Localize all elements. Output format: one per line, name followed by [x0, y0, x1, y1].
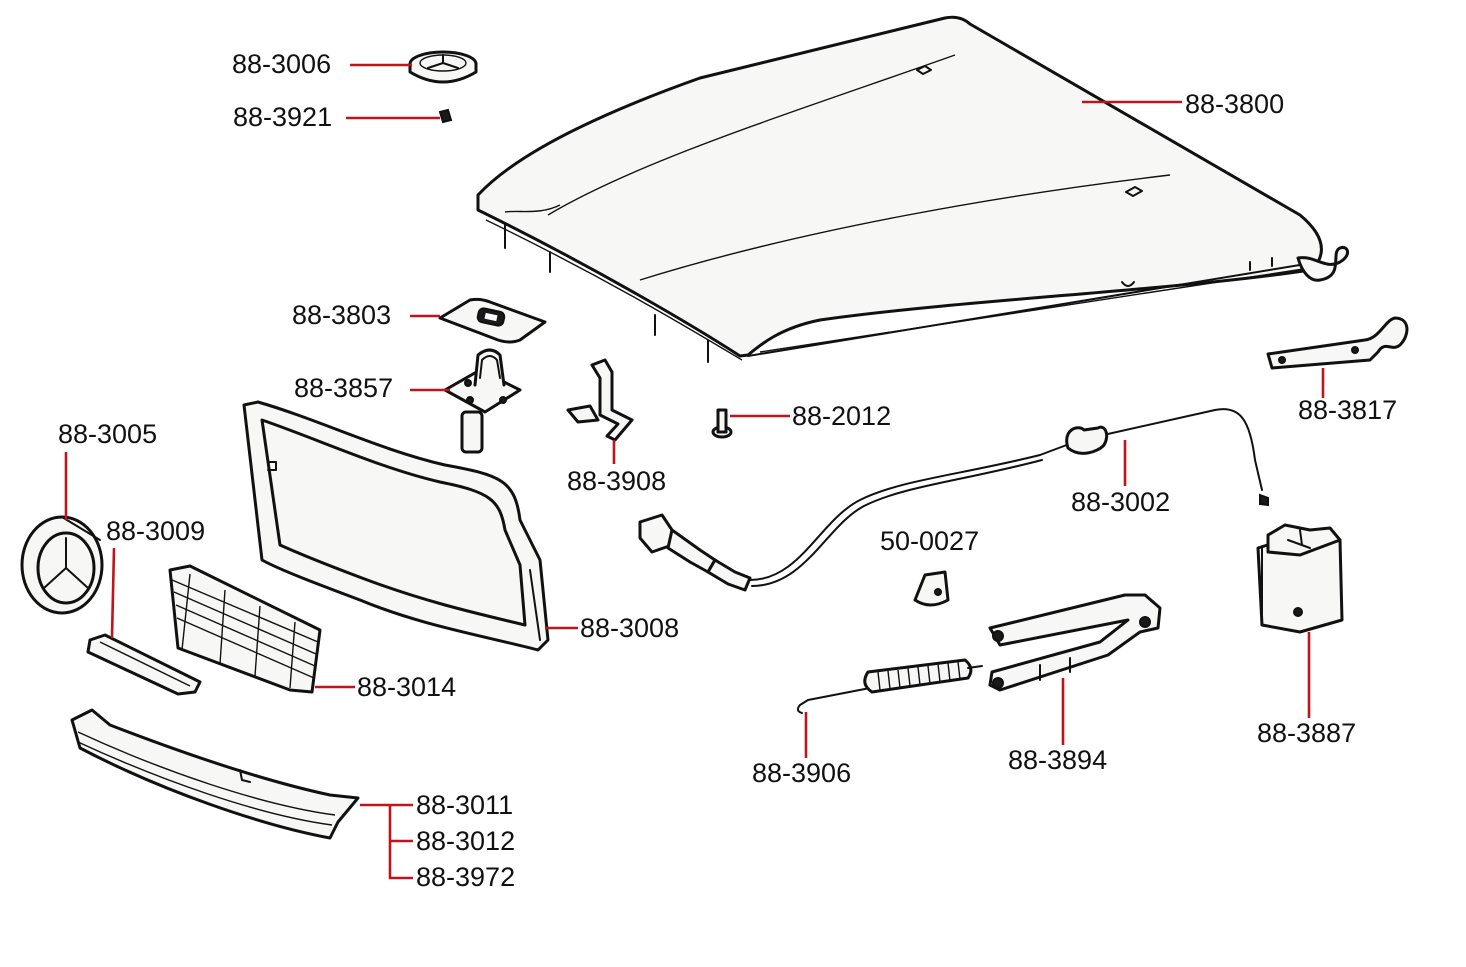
grille-surround [242, 400, 550, 652]
label-88-3008: 88-3008 [580, 613, 679, 643]
label-88-3006: 88-3006 [232, 49, 331, 79]
label-88-3894: 88-3894 [1008, 745, 1107, 775]
label-88-3972: 88-3972 [416, 862, 515, 892]
label-88-3857: 88-3857 [294, 373, 393, 403]
emblem-clip [438, 108, 453, 124]
label-88-2012: 88-2012 [792, 401, 891, 431]
grille-star-ring [20, 515, 104, 615]
rubber-buffer [913, 570, 950, 607]
safety-catch [566, 358, 634, 442]
release-lever [988, 593, 1162, 692]
label-88-3009: 88-3009 [106, 516, 205, 546]
label-88-3800: 88-3800 [1185, 89, 1284, 119]
release-cable [638, 408, 1269, 592]
hood-panel [476, 15, 1349, 363]
leader-88-3012-3972 [388, 805, 413, 880]
grille-insert [168, 564, 322, 694]
label-88-3012: 88-3012 [416, 826, 515, 856]
adjusting-screw [711, 408, 733, 439]
label-88-3014: 88-3014 [357, 672, 456, 702]
emblem-badge [408, 50, 478, 84]
label-88-3803: 88-3803 [292, 300, 391, 330]
lower-grille-panel [70, 708, 360, 840]
label-88-3011: 88-3011 [416, 790, 513, 820]
label-88-3817: 88-3817 [1298, 395, 1397, 425]
hood-latch-lock [1256, 523, 1344, 634]
grille-bar-chrome [86, 633, 202, 696]
part-labels: 88-3006 88-3921 88-3800 88-3803 88-3857 … [58, 49, 1397, 892]
label-88-3887: 88-3887 [1257, 718, 1356, 748]
hinge-bracket [1266, 316, 1409, 370]
leader-lines [64, 63, 1325, 880]
leader-88-3009 [110, 547, 116, 639]
tension-spring [796, 658, 983, 714]
label-50-0027: 50-0027 [880, 526, 979, 556]
striker-plate [438, 297, 547, 344]
label-88-3002: 88-3002 [1071, 487, 1170, 517]
label-88-3005: 88-3005 [58, 419, 157, 449]
label-88-3906: 88-3906 [752, 758, 851, 788]
hood-latch-striker [443, 348, 522, 454]
label-88-3921: 88-3921 [233, 102, 332, 132]
label-88-3908: 88-3908 [567, 466, 666, 496]
